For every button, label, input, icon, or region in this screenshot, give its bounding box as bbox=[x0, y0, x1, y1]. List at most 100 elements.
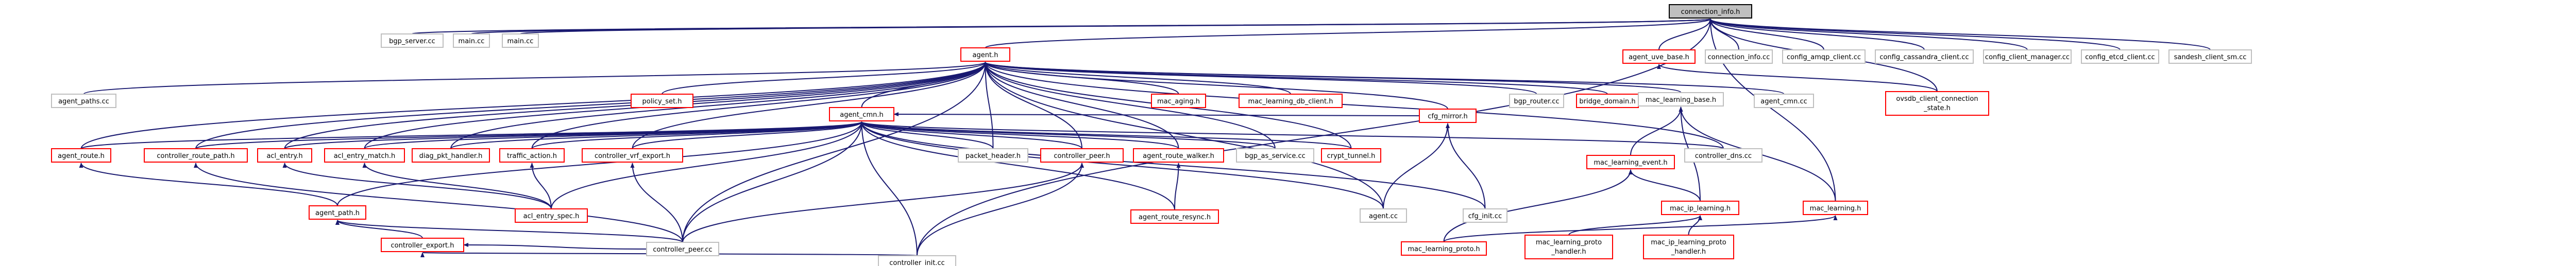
node-agent-cc[interactable]: agent.cc bbox=[1360, 208, 1407, 223]
node-box bbox=[412, 148, 490, 163]
node-box bbox=[646, 242, 719, 256]
node-box bbox=[453, 33, 490, 48]
node-label: connection_info.cc bbox=[1708, 54, 1770, 61]
node-box bbox=[1638, 92, 1724, 107]
node-mac-ip-learning-proto-handler[interactable]: mac_ip_learning_proto_handler.h bbox=[1643, 235, 1734, 259]
node-mac-learning-db-client[interactable]: mac_learning_db_client.h bbox=[1239, 94, 1343, 108]
node-box bbox=[1803, 201, 1868, 215]
node-mac-learning-base[interactable]: mac_learning_base.h bbox=[1638, 92, 1724, 107]
edge-agent-paths-to-agent-h bbox=[83, 62, 987, 95]
node-agent-paths[interactable]: agent_paths.cc bbox=[51, 94, 116, 108]
node-label: bgp_as_service.cc bbox=[1245, 152, 1306, 160]
edge-controller-dns-to-agent-cmn bbox=[860, 121, 1724, 149]
node-controller-export[interactable]: controller_export.h bbox=[381, 238, 464, 252]
node-bgp-as-service[interactable]: bgp_as_service.cc bbox=[1236, 148, 1314, 163]
node-acl-entry-spec[interactable]: acl_entry_spec.h bbox=[515, 208, 588, 223]
node-agent-route[interactable]: agent_route.h bbox=[51, 148, 111, 163]
node-connection-info-cc[interactable]: connection_info.cc bbox=[1705, 49, 1773, 64]
node-traffic-action[interactable]: traffic_action.h bbox=[499, 148, 565, 163]
node-config-amqp[interactable]: config_amqp_client.cc bbox=[1782, 49, 1866, 64]
node-cfg-mirror[interactable]: cfg_mirror.h bbox=[1419, 109, 1477, 123]
edge-agent-route-walker-to-agent-cmn bbox=[859, 121, 1179, 149]
node-box bbox=[502, 33, 539, 48]
node-mac-learning-h[interactable]: mac_learning.h bbox=[1803, 201, 1868, 215]
node-agent-route-walker[interactable]: agent_route_walker.h bbox=[1133, 148, 1224, 163]
node-box bbox=[1040, 148, 1124, 163]
node-box bbox=[1401, 241, 1487, 256]
node-bgp-server[interactable]: bgp_server.cc bbox=[381, 33, 444, 48]
node-config-cass[interactable]: config_cassandra_client.cc bbox=[1875, 49, 1974, 64]
edge-acl-entry-spec-to-acl-entry-match bbox=[362, 163, 552, 209]
node-label: controller_route_path.h bbox=[157, 152, 234, 160]
node-ovsdb-base[interactable]: agent_uve_base.h bbox=[1622, 49, 1696, 64]
node-agent-cmn[interactable]: agent_cmn.h bbox=[829, 107, 894, 121]
node-label: agent_route.h bbox=[58, 152, 105, 160]
node-label: traffic_action.h bbox=[507, 152, 557, 160]
node-agent-cmn-cc[interactable]: agent_cmn.cc bbox=[1754, 94, 1814, 108]
node-mac-learning-proto[interactable]: mac_learning_proto.h bbox=[1401, 241, 1487, 256]
edge-controller-export-to-agent-path bbox=[335, 220, 423, 239]
edge-mac-learning-proto-to-mac-learning-event bbox=[1443, 169, 1633, 242]
edge-controller-peer-cc-to-agent-h bbox=[682, 62, 988, 243]
node-agent-h[interactable]: agent.h bbox=[960, 47, 1010, 62]
node-config-mgr[interactable]: config_client_manager.cc bbox=[1983, 49, 2072, 64]
node-config-etcd[interactable]: config_etcd_client.cc bbox=[2081, 49, 2159, 64]
node-controller-vrf-export[interactable]: controller_vrf_export.h bbox=[582, 148, 683, 163]
node-box bbox=[958, 148, 1028, 163]
node-controller-peer-h[interactable]: controller_peer.h bbox=[1040, 148, 1124, 163]
node-bridge-domain[interactable]: bridge_domain.h bbox=[1576, 94, 1639, 108]
node-agent-path[interactable]: agent_path.h bbox=[309, 205, 366, 220]
node-label: controller_vrf_export.h bbox=[595, 152, 670, 160]
node-label: bgp_server.cc bbox=[389, 38, 435, 45]
node-box bbox=[144, 148, 248, 163]
node-controller-dns[interactable]: controller_dns.cc bbox=[1684, 148, 1762, 163]
node-controller-peer-cc[interactable]: controller_peer.cc bbox=[646, 242, 719, 256]
node-box bbox=[1661, 201, 1739, 215]
node-label: agent_route_resync.h bbox=[1139, 214, 1211, 221]
node-policy-set[interactable]: policy_set.h bbox=[631, 94, 693, 108]
node-label: agent_route_walker.h bbox=[1143, 152, 1214, 160]
node-mac-ip-learning[interactable]: mac_ip_learning.h bbox=[1661, 201, 1739, 215]
node-packet-header[interactable]: packet_header.h bbox=[958, 148, 1028, 163]
node-acl-entry-match[interactable]: acl_entry_match.h bbox=[324, 148, 405, 163]
node-agent-route-resync[interactable]: agent_route_resync.h bbox=[1130, 209, 1219, 224]
edge-mac-learning-event-to-mac-learning-base bbox=[1630, 107, 1683, 156]
node-label: controller_init.cc bbox=[889, 259, 945, 266]
edge-config-amqp-to-root bbox=[1708, 19, 1824, 50]
edge-cfg-mirror-to-agent-cmn bbox=[893, 112, 1420, 117]
node-label: agent_cmn.h bbox=[840, 111, 883, 119]
node-diag-pkt-handler[interactable]: diag_pkt_handler.h bbox=[412, 148, 490, 163]
node-label: acl_entry.h bbox=[266, 152, 302, 160]
node-controller-init[interactable]: controller_init.cc bbox=[878, 255, 956, 266]
node-box bbox=[1983, 49, 2072, 64]
edge-controller-peer-cc-to-controller-vrf-export bbox=[630, 163, 683, 243]
node-mac-aging[interactable]: mac_aging.h bbox=[1151, 94, 1206, 108]
node-label: mac_learning_proto.h bbox=[1408, 245, 1480, 253]
edge-bgp-as-service-to-agent-h bbox=[983, 62, 1276, 149]
node-main2[interactable]: main.cc bbox=[502, 33, 539, 48]
node-box bbox=[631, 94, 693, 108]
node-box bbox=[381, 238, 464, 252]
edge-acl-entry-spec-to-agent-cmn bbox=[551, 121, 864, 209]
node-label: controller_peer.h bbox=[1054, 152, 1110, 160]
edge-crypt-tunnel-to-agent-cmn bbox=[859, 121, 1352, 149]
node-ovsdb-client-conn[interactable]: ovsdb_client_connection_state.h bbox=[1885, 91, 1989, 116]
edge-agent-route-to-agent-h bbox=[80, 62, 988, 149]
node-label: mac_aging.h bbox=[1157, 98, 1200, 105]
edge-agent-route-resync-to-agent-route-walker bbox=[1174, 163, 1181, 210]
node-acl-entry[interactable]: acl_entry.h bbox=[257, 148, 312, 163]
node-mac-learning-proto-handler[interactable]: mac_learning_proto_handler.h bbox=[1524, 235, 1613, 259]
node-box bbox=[1419, 109, 1477, 123]
node-crypt-tunnel[interactable]: crypt_tunnel.h bbox=[1321, 148, 1381, 163]
edge-sandesh-sm-to-root bbox=[1708, 19, 2211, 50]
edge-bgp-router-to-agent-h bbox=[983, 62, 1537, 95]
node-mac-learning-event[interactable]: mac_learning_event.h bbox=[1586, 155, 1675, 169]
node-controller-route-path[interactable]: controller_route_path.h bbox=[144, 148, 248, 163]
node-cfg-init[interactable]: cfg_init.cc bbox=[1463, 208, 1507, 223]
node-bgp-router[interactable]: bgp_router.cc bbox=[1509, 94, 1564, 108]
node-main1[interactable]: main.cc bbox=[453, 33, 490, 48]
node-root[interactable]: connection_info.h bbox=[1669, 4, 1752, 19]
node-label: config_etcd_client.cc bbox=[2085, 54, 2155, 61]
node-box bbox=[1130, 209, 1219, 224]
node-sandesh-sm[interactable]: sandesh_client_sm.cc bbox=[2168, 49, 2252, 64]
